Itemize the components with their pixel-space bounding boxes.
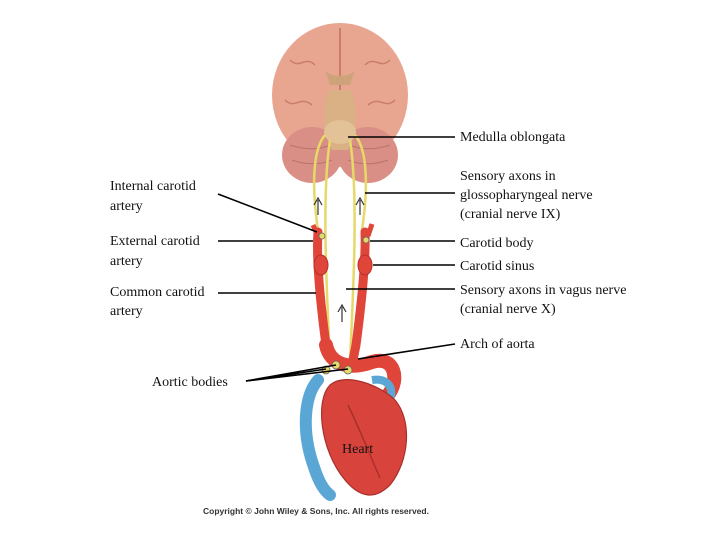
arteries — [310, 223, 402, 402]
brain-gyri — [284, 59, 396, 106]
glossopharyngeal-nerve-left — [312, 134, 326, 231]
carotid-sinus-right — [357, 254, 373, 276]
leader-arch-of-aorta — [357, 343, 456, 360]
brain — [272, 23, 408, 183]
sensory-arrows — [313, 196, 365, 322]
leader-lines — [217, 136, 456, 382]
label-sensory-glosso-line2: glossopharyngeal nerve — [460, 188, 593, 203]
label-internal-carotid-line1: Internal carotid — [110, 179, 196, 194]
arrow-middle — [337, 303, 347, 322]
leader-aortic-bodies-2 — [245, 364, 337, 382]
label-sensory-vagus-line2: (cranial nerve X) — [460, 302, 556, 317]
leader-internal-carotid — [217, 193, 318, 233]
cerebellum-folia — [289, 144, 391, 165]
label-external-carotid-line1: External carotid — [110, 234, 200, 249]
arrow-right-upper — [355, 196, 365, 215]
label-carotid-sinus: Carotid sinus — [460, 259, 535, 274]
internal-carotid-right — [365, 223, 375, 237]
carotid-sinus-left — [313, 254, 329, 276]
aortic-arch — [319, 338, 402, 402]
glossopharyngeal-nerve-right — [354, 134, 368, 231]
label-aortic-bodies: Aortic bodies — [152, 375, 228, 390]
label-arch-of-aorta: Arch of aorta — [460, 337, 535, 352]
arrow-left-upper — [313, 196, 323, 215]
carotid-body-left — [318, 232, 326, 240]
label-common-carotid-line2: artery — [110, 304, 143, 319]
label-medulla-oblongata: Medulla oblongata — [460, 130, 566, 145]
internal-carotid-left — [310, 223, 321, 238]
carotid-body-right — [362, 236, 370, 244]
interventricular-groove — [347, 404, 381, 479]
brachiocephalic-trunk — [347, 344, 361, 366]
copyright-notice: Copyright © John Wiley & Sons, Inc. All … — [203, 506, 429, 516]
label-common-carotid-line1: Common carotid — [110, 285, 205, 300]
label-sensory-vagus-line1: Sensory axons in vagus nerve — [460, 283, 627, 298]
label-heart: Heart — [342, 442, 374, 457]
label-carotid-body: Carotid body — [460, 236, 534, 251]
heart-shape — [320, 379, 407, 496]
label-sensory-glosso-line3: (cranial nerve IX) — [460, 207, 561, 222]
medulla-oblongata-shape — [324, 120, 356, 144]
common-carotid-left — [312, 227, 331, 350]
heart — [320, 379, 407, 496]
superior-vena-cava — [299, 374, 336, 501]
label-sensory-glosso-line1: Sensory axons in — [460, 169, 556, 184]
vagus-nerve-right — [348, 139, 356, 361]
optic-chiasm — [325, 70, 355, 85]
label-internal-carotid-line2: artery — [110, 199, 143, 214]
leader-aortic-bodies-3 — [245, 368, 349, 382]
label-external-carotid-line2: artery — [110, 254, 143, 269]
